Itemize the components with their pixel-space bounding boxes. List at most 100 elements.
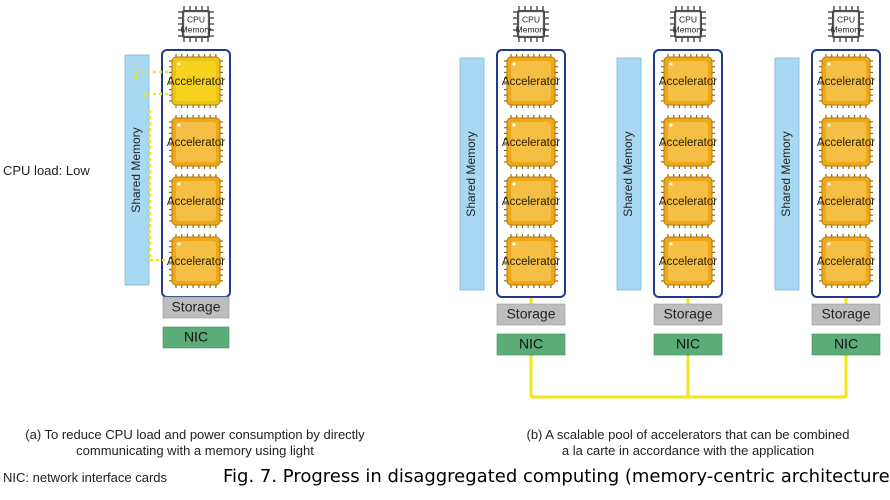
- accelerator-chip: Accelerator: [659, 54, 717, 108]
- storage-box: [653, 303, 723, 326]
- chip-face: [675, 11, 701, 37]
- compute-unit: Shared MemoryAcceleratorAcceleratorAccel…: [459, 6, 566, 356]
- accelerator-dot: [512, 62, 516, 66]
- accelerator-chip: Accelerator: [502, 54, 560, 108]
- accelerator-die: [511, 181, 551, 221]
- nic-box: [162, 326, 230, 349]
- accelerator-frame: [496, 49, 566, 298]
- chip-face: [833, 11, 859, 37]
- shared-memory-bar: [616, 57, 642, 291]
- accelerator-chip: Accelerator: [502, 174, 560, 228]
- accelerator-dot: [669, 242, 673, 246]
- panel-a-caption: (a) To reduce CPU load and power consump…: [0, 427, 390, 459]
- accelerator-dot: [177, 182, 181, 186]
- accelerator-chip: Accelerator: [167, 234, 225, 288]
- accelerator-die: [176, 241, 216, 281]
- accelerator-chip: Accelerator: [817, 174, 875, 228]
- accelerator-dot: [827, 242, 831, 246]
- nic-box: [811, 333, 881, 356]
- accelerator-label: Accelerator: [502, 76, 560, 88]
- shared-memory-label: Shared Memory: [779, 131, 793, 216]
- accelerator-label: Accelerator: [817, 196, 875, 208]
- accelerator-die: [826, 241, 866, 281]
- chip-label-memory: Memory: [673, 24, 704, 34]
- accelerator-chip: Accelerator: [659, 115, 717, 169]
- accelerator-chip: Accelerator: [167, 115, 225, 169]
- storage-box: [496, 303, 566, 326]
- accelerator-dot: [177, 62, 181, 66]
- compute-units: Shared MemoryAcceleratorAcceleratorAccel…: [124, 6, 881, 356]
- accelerator-label: Accelerator: [502, 137, 560, 149]
- storage-label: Storage: [663, 306, 712, 322]
- accelerator-chip: Accelerator: [167, 54, 225, 108]
- nic-box: [496, 333, 566, 356]
- compute-unit: Shared MemoryAcceleratorAcceleratorAccel…: [616, 6, 723, 356]
- accelerator-label: Accelerator: [502, 196, 560, 208]
- shared-memory-bar: [459, 57, 485, 291]
- accelerator-dot: [512, 182, 516, 186]
- nic-label: NIC: [184, 329, 208, 345]
- chip-face: [518, 11, 544, 37]
- chip-face: [183, 11, 209, 37]
- accelerator-dot: [827, 123, 831, 127]
- panel-a-caption-line1: (a) To reduce CPU load and power consump…: [25, 427, 365, 442]
- accelerator-chip: Accelerator: [817, 234, 875, 288]
- accelerator-die: [176, 181, 216, 221]
- accelerator-die: [668, 181, 708, 221]
- panel-b-caption: (b) A scalable pool of accelerators that…: [493, 427, 883, 459]
- accelerator-die: [511, 122, 551, 162]
- accelerator-die: [176, 122, 216, 162]
- nic-box: [653, 333, 723, 356]
- shared-memory-label: Shared Memory: [129, 127, 143, 212]
- accelerator-die: [826, 181, 866, 221]
- cpu-load-label: CPU load: Low: [3, 163, 90, 178]
- accelerator-die: [668, 241, 708, 281]
- accelerator-chip: Accelerator: [659, 234, 717, 288]
- compute-unit: Shared MemoryAcceleratorAcceleratorAccel…: [124, 6, 231, 349]
- accelerator-dot: [669, 182, 673, 186]
- accelerator-dot: [177, 123, 181, 127]
- accelerator-label: Accelerator: [167, 76, 225, 88]
- accelerator-chip: Accelerator: [502, 234, 560, 288]
- accelerator-label: Accelerator: [167, 196, 225, 208]
- accelerator-label: Accelerator: [659, 256, 717, 268]
- accelerator-die: [176, 61, 216, 101]
- storage-label: Storage: [506, 306, 555, 322]
- optical-paths: [134, 70, 168, 262]
- accelerator-dot: [512, 123, 516, 127]
- chip-label-memory: Memory: [181, 24, 212, 34]
- accelerator-label: Accelerator: [817, 76, 875, 88]
- figure-caption: Fig. 7. Progress in disaggregated comput…: [223, 466, 890, 487]
- accelerator-dot: [669, 123, 673, 127]
- accelerator-chip: Accelerator: [817, 115, 875, 169]
- chip-label-cpu: CPU: [679, 14, 697, 24]
- shared-memory-label: Shared Memory: [621, 131, 635, 216]
- accelerator-frame: [653, 49, 723, 298]
- storage-box: [162, 296, 230, 319]
- storage-label: Storage: [171, 299, 220, 315]
- panel-b-caption-line2: a la carte in accordance with the applic…: [561, 443, 815, 458]
- storage-label: Storage: [821, 306, 870, 322]
- accelerator-label: Accelerator: [167, 256, 225, 268]
- accelerator-die: [668, 61, 708, 101]
- accelerator-dot: [177, 242, 181, 246]
- accelerator-label: Accelerator: [659, 196, 717, 208]
- accelerator-label: Accelerator: [167, 137, 225, 149]
- chip-label-memory: Memory: [516, 24, 547, 34]
- accelerator-die: [511, 241, 551, 281]
- accelerator-chip: Accelerator: [167, 174, 225, 228]
- panel-b-caption-line1: (b) A scalable pool of accelerators that…: [526, 427, 850, 442]
- nic-label: NIC: [676, 336, 700, 352]
- accelerator-chip: Accelerator: [817, 54, 875, 108]
- accelerator-label: Accelerator: [817, 256, 875, 268]
- optical-path: [134, 70, 168, 80]
- accelerator-label: Accelerator: [817, 137, 875, 149]
- nic-legend-note: NIC: network interface cards: [3, 470, 168, 485]
- shared-memory-bar: [774, 57, 800, 291]
- accelerator-label: Accelerator: [502, 256, 560, 268]
- accelerator-die: [668, 122, 708, 162]
